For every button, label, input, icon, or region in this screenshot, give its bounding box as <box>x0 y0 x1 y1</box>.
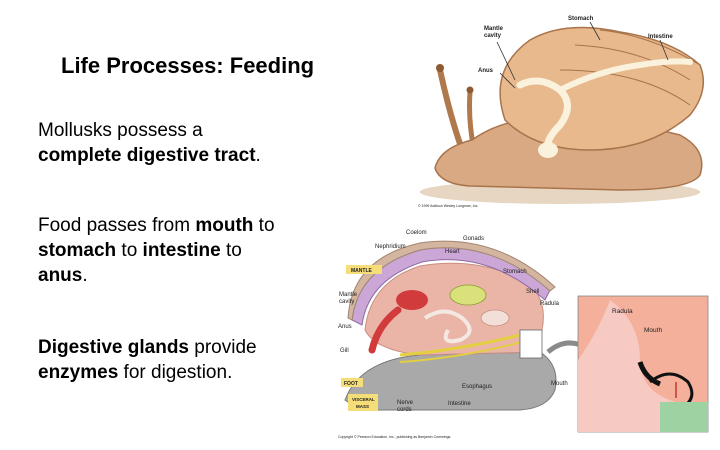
mollusk-shell <box>347 240 556 321</box>
label-heart: Heart <box>445 249 460 255</box>
mollusk-figure: Coelom Gonads Nephridium Heart MANTLE St… <box>338 230 709 439</box>
radula-teeth <box>637 361 662 387</box>
term-intestine: intestine <box>142 240 221 261</box>
label-nephridium: Nephridium <box>375 244 406 250</box>
label-visceral-1: VISCERAL <box>352 397 375 402</box>
mollusk-heart <box>396 290 428 310</box>
inset-label-mouth: Mouth <box>644 327 662 334</box>
mollusk-nerve-cords <box>399 333 521 357</box>
bullet-food-path: Food passes from mouth to stomach to int… <box>38 215 275 286</box>
mollusk-foot <box>344 351 557 411</box>
label-gonads: Gonads <box>463 236 484 242</box>
snail-stomach-pouch <box>538 142 558 158</box>
mollusk-nephridium <box>368 306 402 354</box>
snail-shell <box>499 26 705 151</box>
snail-eye-left <box>436 64 444 72</box>
radula-inset-tissue <box>578 300 708 432</box>
label-radula: Radula <box>540 301 560 307</box>
snail-label-intestine: Intestine <box>648 34 673 40</box>
label-anus: Anus <box>338 324 352 330</box>
label-gill: Gill <box>340 348 349 354</box>
mollusk-radula-box <box>519 329 543 359</box>
label-stomach: Stomach <box>503 269 527 275</box>
label-mantle-badge <box>346 265 382 274</box>
label-mantle-cavity-2: cavity <box>339 299 354 305</box>
term-digestive-glands: Digestive glands <box>38 337 189 358</box>
snail-intestine-tube <box>516 77 571 154</box>
label-mantle-cavity-1: Mantle <box>339 292 358 298</box>
radula-inset-food <box>660 402 708 432</box>
snail-figure: Mantle cavity Stomach Intestine Anus © 1… <box>418 16 705 208</box>
term-enzymes: enzymes <box>38 362 119 383</box>
snail-label-stomach: Stomach <box>568 16 594 22</box>
term-stomach: stomach <box>38 240 117 261</box>
label-mantle: MANTLE <box>351 268 372 274</box>
snail-eye-right <box>466 86 474 94</box>
snail-label-mantle-2: cavity <box>484 33 502 39</box>
snail-stomach-tube <box>557 58 693 93</box>
label-shell: Shell <box>526 289 539 295</box>
mollusk-gonads <box>449 284 487 306</box>
label-esophagus: Esophagus <box>462 384 492 390</box>
bullet1-line1: Mollusks possess a <box>38 120 203 141</box>
mollusk-copyright: Copyright © Pearson Education, Inc., pub… <box>338 435 451 439</box>
slide-title: Life Processes: Feeding <box>61 53 315 78</box>
label-visceral-badge <box>348 394 378 411</box>
term-mouth: mouth <box>195 215 254 236</box>
term-anus: anus <box>38 265 83 286</box>
inset-label-radula: Radula <box>612 308 633 315</box>
label-nerve-2: cords <box>397 407 412 413</box>
mollusk-intestine <box>423 309 472 344</box>
label-coelom: Coelom <box>406 230 427 236</box>
snail-label-anus: Anus <box>478 68 494 74</box>
label-foot-badge <box>341 378 363 387</box>
bullet-complete-digestive-tract: Mollusks possess a complete digestive tr… <box>38 118 338 168</box>
snail-label-mantle-1: Mantle <box>484 26 504 32</box>
snail-shell-whorl-2 <box>574 44 691 81</box>
label-intestine: Intestine <box>448 401 471 407</box>
snail-shell-whorl-3 <box>559 69 691 106</box>
label-nerve-1: Nerve <box>397 400 414 406</box>
bullet1-bold: complete digestive tract <box>38 145 256 166</box>
label-mouth: Mouth <box>551 381 568 387</box>
bullet-digestive-glands: Digestive glands provide enzymes for dig… <box>38 337 257 383</box>
label-foot: FOOT <box>344 381 358 387</box>
mollusk-stomach <box>480 309 510 327</box>
label-visceral-2: MASS <box>356 404 369 409</box>
snail-copyright: © 1999 Addison Wesley Longman, Inc. <box>418 204 478 208</box>
